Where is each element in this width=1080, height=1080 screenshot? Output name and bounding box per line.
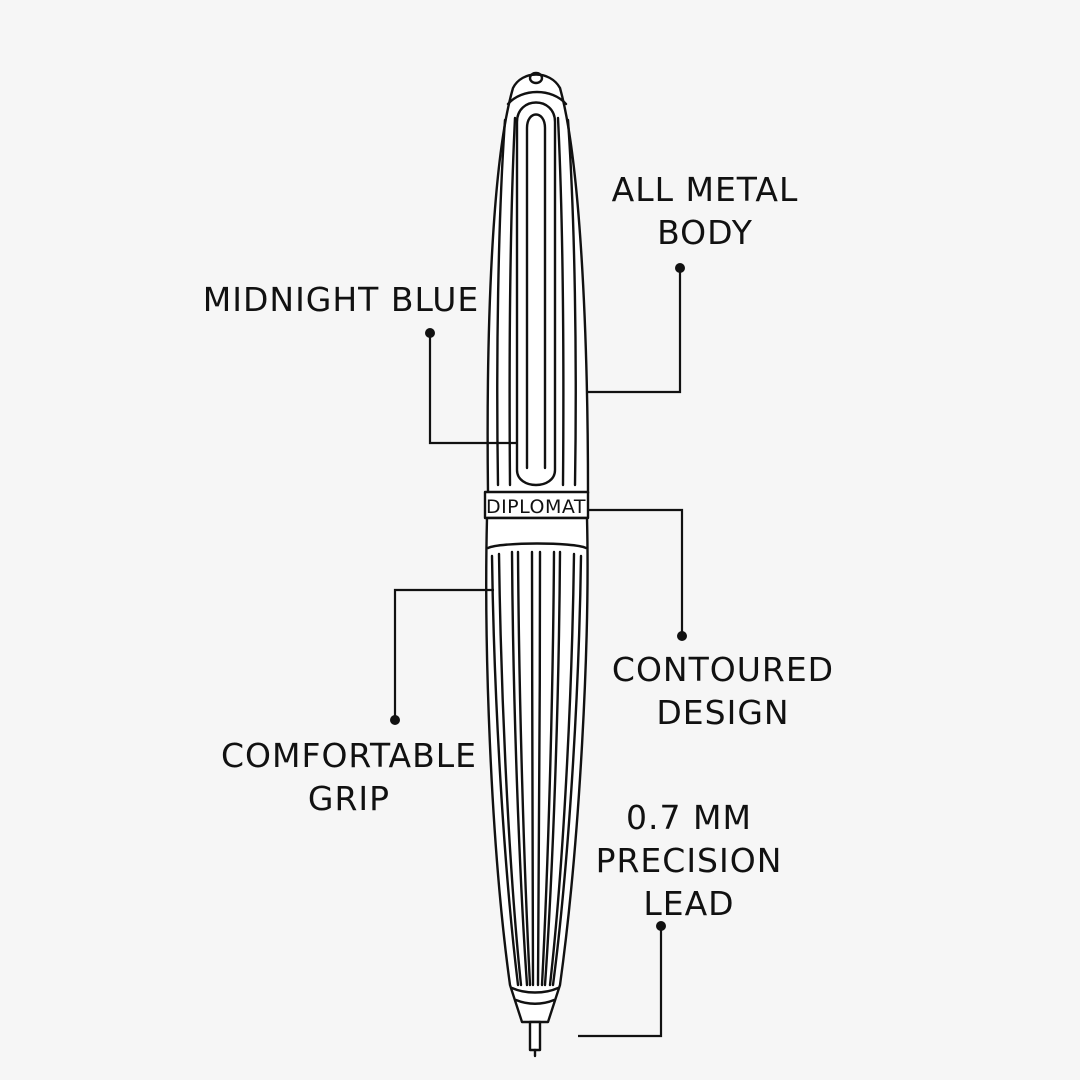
label-line: CONTOURED	[611, 650, 835, 689]
cap-top-hole	[528, 71, 544, 85]
cap-flute	[496, 118, 507, 487]
pocket-clip	[515, 101, 557, 487]
label-comfortable-grip: COMFORTABLE GRIP	[198, 734, 500, 820]
label-all-metal-body: ALL METAL BODY	[574, 168, 836, 254]
leader-contoured-design	[587, 508, 684, 636]
barrel-flute	[543, 550, 562, 987]
leader-comfortable-grip	[393, 588, 494, 720]
leader-all-metal-body	[588, 268, 682, 394]
label-line: PRECISION	[595, 841, 783, 880]
label-midnight-blue: MIDNIGHT BLUE	[190, 278, 492, 321]
label-line: DESIGN	[656, 693, 790, 732]
barrel-flute	[536, 550, 542, 987]
cap-flute	[566, 118, 577, 487]
barrel-flute	[540, 550, 556, 987]
label-line: ALL METAL	[611, 170, 799, 209]
brand-band	[483, 490, 590, 520]
dot-precision-lead	[656, 921, 666, 931]
label-precision-lead: 0.7 MM PRECISION LEAD	[558, 796, 820, 925]
cap-flute	[556, 116, 565, 487]
dot-midnight-blue	[425, 328, 435, 338]
label-line: LEAD	[643, 884, 735, 923]
label-line: COMFORTABLE	[220, 736, 478, 775]
lead-sleeve	[528, 1020, 542, 1052]
dot-comfortable-grip	[390, 715, 400, 725]
leader-dots	[390, 263, 687, 931]
barrel-flute	[497, 552, 523, 987]
barrel-flute	[516, 550, 532, 987]
leader-lines	[393, 268, 684, 1038]
leader-midnight-blue	[428, 333, 517, 445]
label-line: BODY	[657, 213, 753, 252]
brand-engraving: DIPLOMAT	[486, 496, 586, 518]
barrel-flute	[551, 554, 583, 987]
label-line: 0.7 MM	[626, 798, 752, 837]
barrel-flute	[490, 554, 520, 987]
dot-contoured-design	[677, 631, 687, 641]
label-line: MIDNIGHT BLUE	[202, 280, 480, 319]
barrel-flute	[510, 550, 529, 987]
barrel-flute	[530, 550, 535, 987]
label-contoured-design: CONTOURED DESIGN	[592, 648, 854, 734]
dot-all-metal-body	[675, 263, 685, 273]
barrel-flute	[548, 552, 576, 987]
leader-precision-lead	[578, 926, 663, 1038]
label-line: GRIP	[307, 779, 391, 818]
cap-flute	[508, 116, 517, 487]
